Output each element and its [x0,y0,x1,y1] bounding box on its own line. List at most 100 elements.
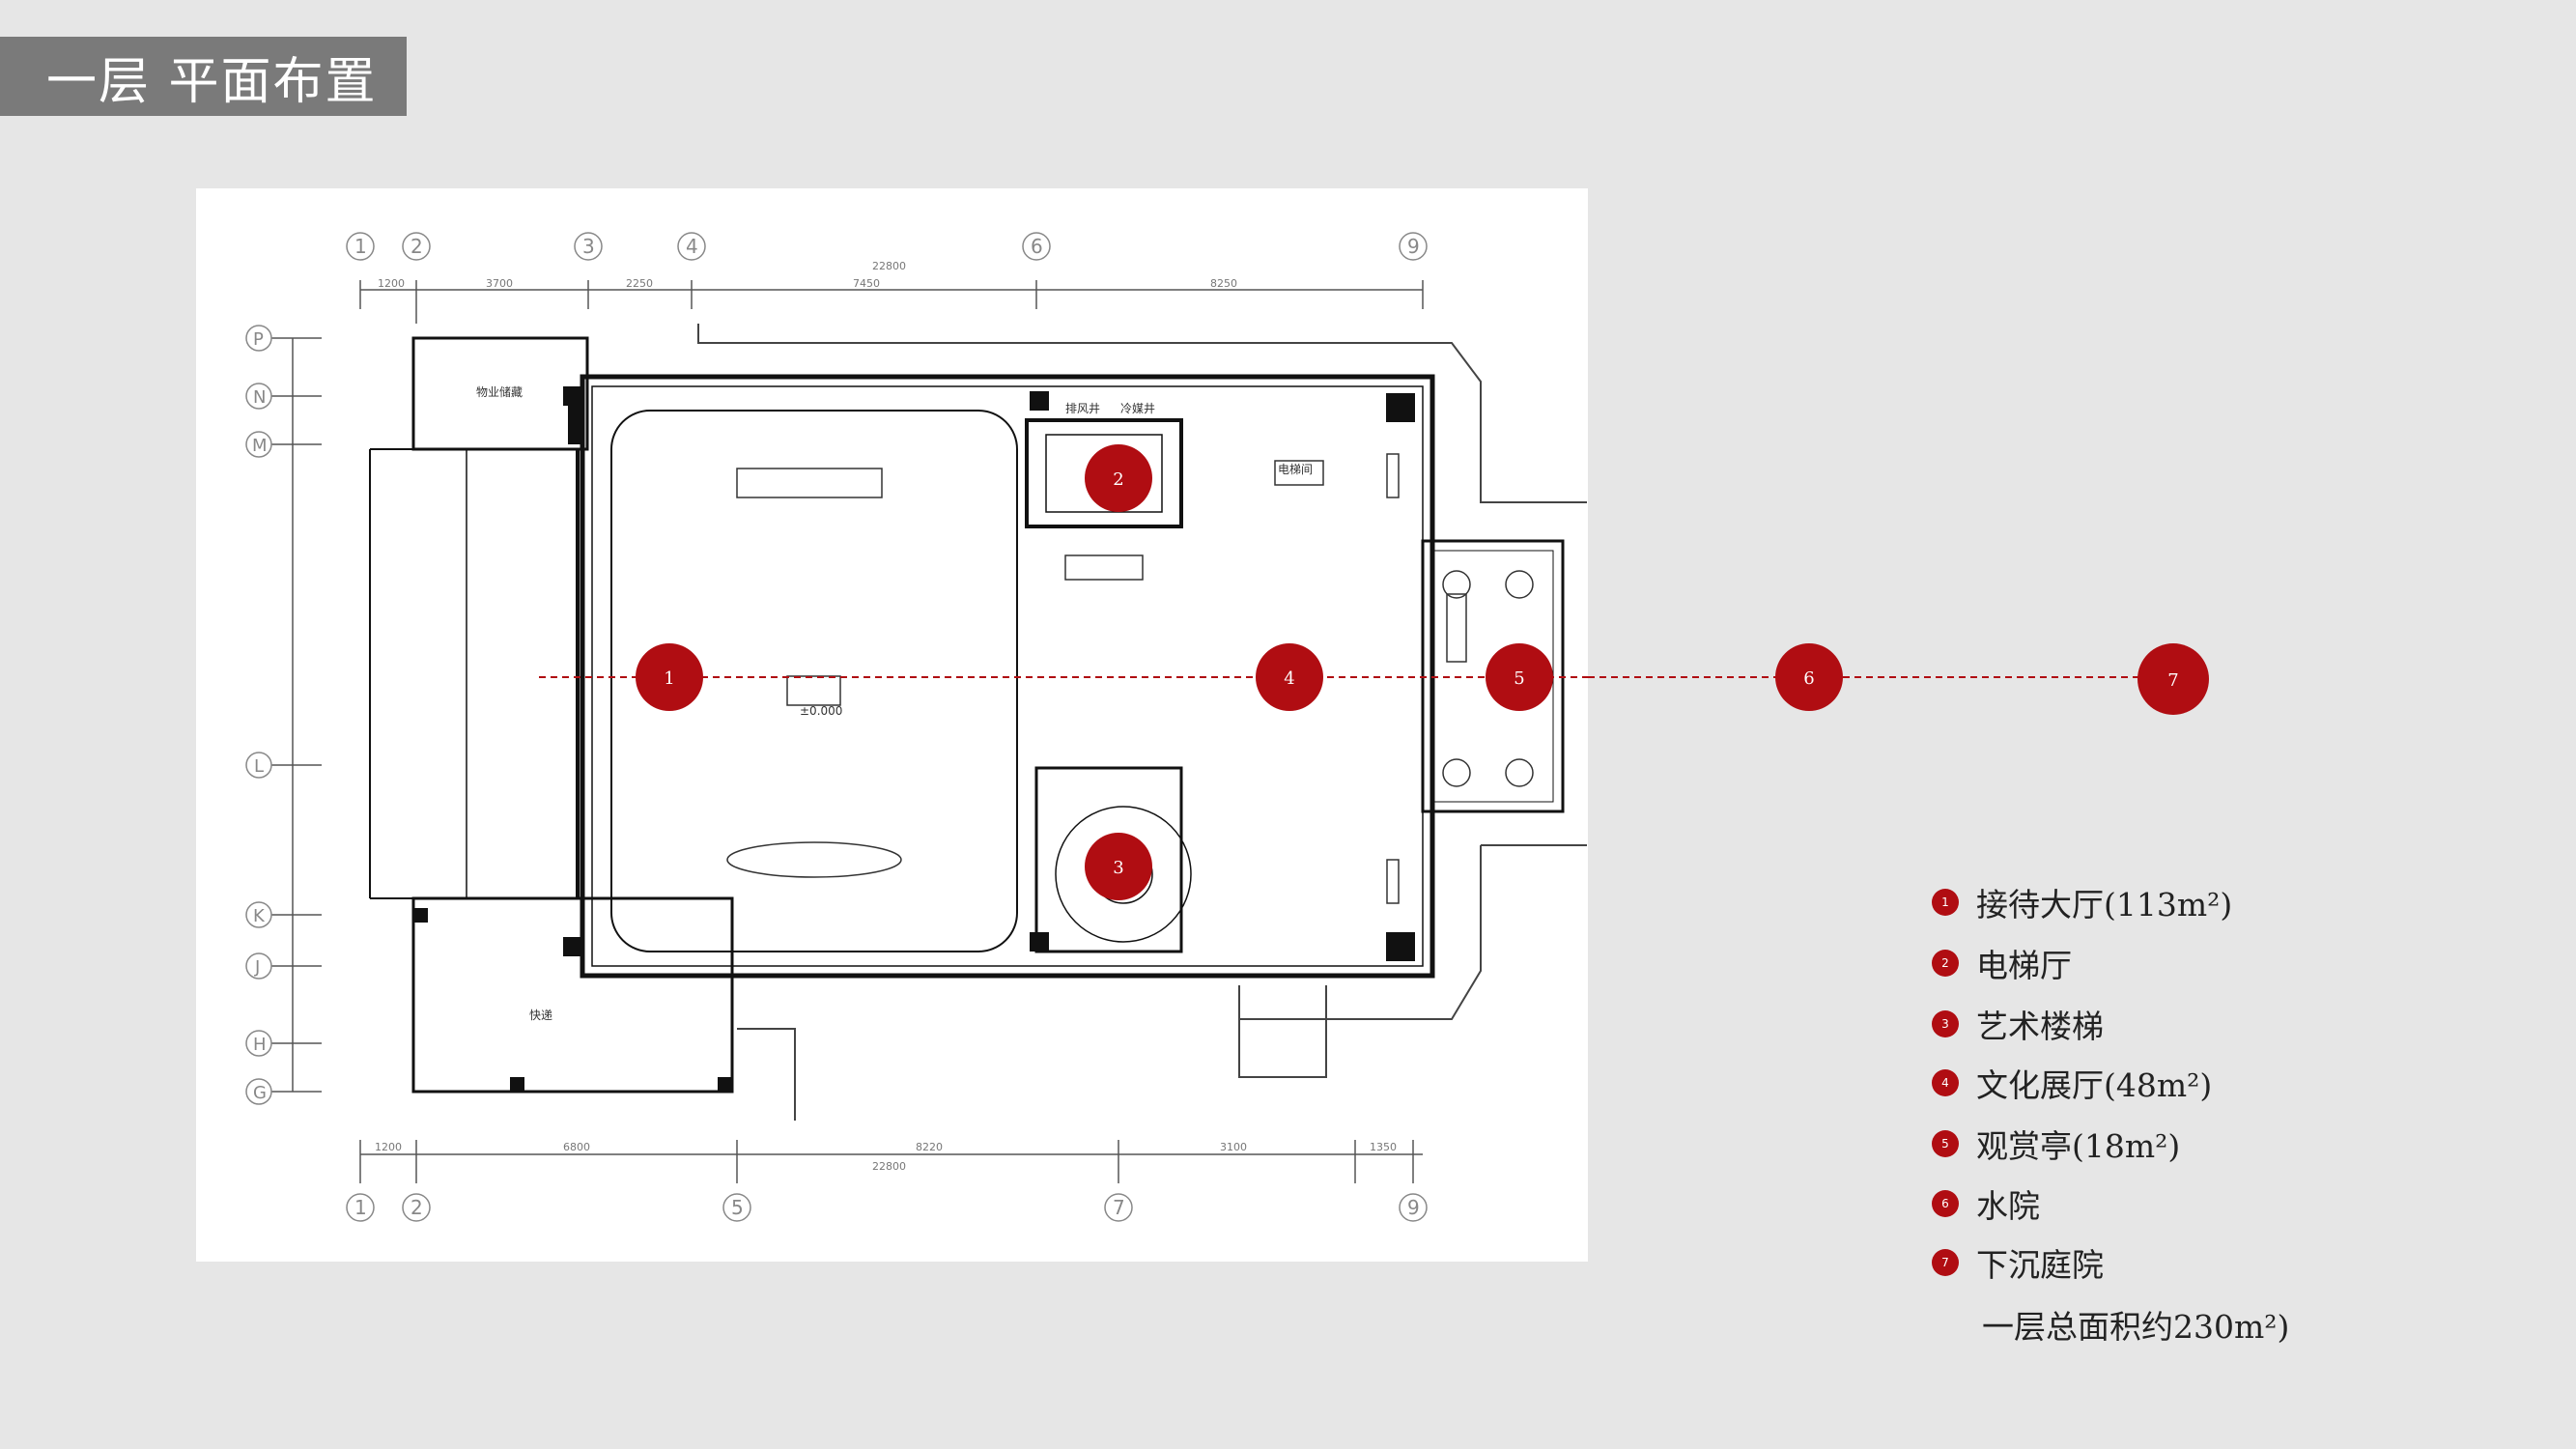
page-title: 一层 平面布置 [46,52,378,111]
svg-text:2: 2 [1113,469,1123,490]
svg-text:G: G [253,1083,267,1103]
grid-axis-3-top: 3 [574,232,603,261]
legend-dot: 7 [1932,1249,1959,1276]
legend-label: 水院 [1976,1187,2040,1225]
grid-axis-H: H [245,1030,272,1057]
legend-item-6: 6 水院 [1932,1180,2040,1227]
svg-text:6: 6 [1803,668,1814,689]
grid-axis-6-top: 6 [1022,232,1051,261]
grid-axis-N: N [245,383,272,410]
dim-bottom-3: 8220 [916,1141,943,1153]
legend-dot: 3 [1932,1010,1959,1037]
top-dimension [359,280,1424,324]
dim-bottom-total: 22800 [872,1160,906,1173]
legend-dot: 1 [1932,889,1959,916]
dim-bottom-1: 1200 [375,1141,402,1153]
site-boundary [697,324,1587,1121]
zone-marker-4: 4 [1256,643,1323,711]
zone-marker-3: 3 [1085,833,1152,900]
building-walls [369,336,1565,1094]
dim-bottom-2: 6800 [563,1141,590,1153]
legend-label: 艺术楼梯 [1976,1008,2104,1045]
svg-text:J: J [254,957,260,978]
svg-text:L: L [254,756,264,777]
bottom-dimension [359,1140,1423,1183]
dim-top-3: 2250 [626,277,653,290]
room-label-elevator-room: 电梯间 [1278,463,1313,476]
svg-text:9: 9 [1407,1196,1420,1219]
svg-text:M: M [252,436,268,456]
legend-label: 接待大厅(113m²) [1976,886,2233,923]
legend-label: 文化展厅(48m²) [1976,1066,2213,1104]
zone-marker-6: 6 [1775,643,1843,711]
dim-bottom-5: 1350 [1370,1141,1397,1153]
svg-text:2: 2 [410,235,423,258]
grid-axis-L: L [245,752,272,779]
svg-text:3: 3 [1113,858,1123,878]
legend-dot: 4 [1932,1069,1959,1096]
title-bar: 一层 平面布置 [0,37,407,116]
svg-text:7: 7 [2167,670,2178,691]
zone-marker-7: 7 [2137,643,2209,715]
room-label-courier: 快递 [529,1009,552,1022]
columns [413,386,1415,1092]
svg-text:H: H [253,1035,267,1055]
legend-dot: 5 [1932,1130,1959,1157]
legend-item-1: 1 接待大厅(113m²) [1932,879,2232,925]
grid-axis-1-bottom: 1 [346,1193,375,1222]
svg-text:1: 1 [354,1196,367,1219]
svg-text:6: 6 [1031,235,1043,258]
grid-axis-M: M [245,431,272,458]
svg-text:5: 5 [1514,668,1524,689]
svg-text:P: P [253,329,264,350]
grid-axis-J: J [245,952,272,980]
legend-item-2: 2 电梯厅 [1932,940,2072,986]
dim-bottom-4: 3100 [1220,1141,1247,1153]
svg-text:1: 1 [664,668,674,689]
zone-marker-2: 2 [1085,444,1152,512]
floor-plan-panel: 1200 3700 2250 7450 8250 22800 1 2 3 4 6… [196,188,1588,1262]
svg-text:7: 7 [1113,1196,1125,1219]
svg-text:4: 4 [1284,668,1294,689]
svg-text:1: 1 [354,235,367,258]
grid-axis-2-bottom: 2 [402,1193,431,1222]
svg-text:K: K [253,906,266,926]
legend-dot: 6 [1932,1190,1959,1217]
grid-axis-2-top: 2 [402,232,431,261]
svg-text:5: 5 [731,1196,744,1219]
legend-label: 下沉庭院 [1976,1246,2104,1284]
furniture [726,453,1534,904]
grid-axis-5-bottom: 5 [722,1193,751,1222]
dim-top-4: 7450 [853,277,880,290]
svg-text:3: 3 [582,235,595,258]
zone-markers: 1 2 3 4 5 [636,444,1553,900]
grid-axis-P: P [245,325,272,352]
level-mark: ±0.000 [800,704,842,718]
dim-top-2: 3700 [486,277,513,290]
svg-text:9: 9 [1407,235,1420,258]
grid-axis-9-bottom: 9 [1399,1193,1428,1222]
dim-top-5: 8250 [1210,277,1237,290]
zone-marker-1: 1 [636,643,703,711]
legend-item-5: 5 观赏亭(18m²) [1932,1121,2180,1167]
room-label-shaft2: 冷媒井 [1120,402,1155,415]
dim-top-1: 1200 [378,277,405,290]
zone-marker-5: 5 [1486,643,1553,711]
svg-text:N: N [253,387,266,408]
legend-item-4: 4 文化展厅(48m²) [1932,1060,2212,1106]
svg-text:4: 4 [686,235,698,258]
floor-plan-drawing: 1200 3700 2250 7450 8250 22800 1 2 3 4 6… [245,232,1588,1222]
grid-axis-7-bottom: 7 [1104,1193,1133,1222]
legend-total-area: 一层总面积约230m²) [1982,1308,2290,1346]
legend-label: 观赏亭(18m²) [1976,1127,2181,1165]
dim-top-total: 22800 [872,260,906,272]
room-label-storage: 物业储藏 [476,384,523,399]
legend-label: 电梯厅 [1976,947,2072,984]
svg-text:2: 2 [410,1196,423,1219]
grid-axis-9-top: 9 [1399,232,1428,261]
legend-item-3: 3 艺术楼梯 [1932,1001,2104,1047]
grid-axis-K: K [245,901,272,928]
legend-item-7: 7 下沉庭院 [1932,1239,2104,1286]
legend-dot: 2 [1932,950,1959,977]
grid-axis-4-top: 4 [677,232,706,261]
